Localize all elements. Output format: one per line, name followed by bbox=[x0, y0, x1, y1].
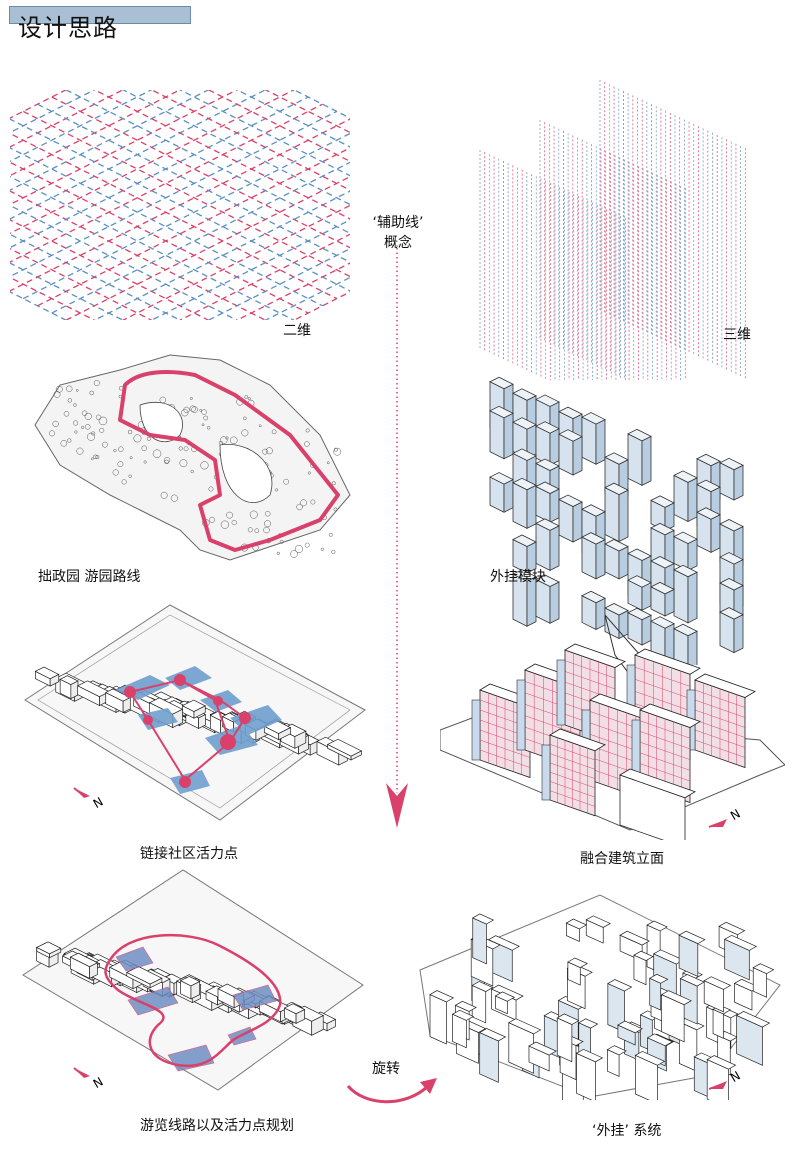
label-tour-plan: 游览线路以及活力点规划 bbox=[140, 1118, 294, 1134]
north-arrow-1: N bbox=[73, 787, 106, 811]
north-arrow-2: N bbox=[708, 806, 743, 828]
label-rotate: 旋转 bbox=[372, 1061, 400, 1077]
svg-text:N: N bbox=[91, 794, 106, 811]
grid-3d-diagram bbox=[479, 80, 746, 380]
tour-plan-map bbox=[22, 869, 364, 1091]
grid-2d-diagram bbox=[10, 90, 350, 320]
label-system: ‘外挂’ 系统 bbox=[592, 1123, 662, 1139]
facade-diagram bbox=[440, 615, 785, 840]
modules-diagram bbox=[489, 376, 744, 665]
label-facade: 融合建筑立面 bbox=[580, 851, 664, 867]
label-garden-route: 拙政园 游园路线 bbox=[38, 569, 141, 585]
system-diagram bbox=[419, 894, 781, 1100]
title-bar bbox=[9, 6, 191, 24]
rotate-arrow bbox=[346, 1078, 437, 1104]
community-points-map bbox=[24, 604, 366, 821]
concept-line1: ‘辅助线’ bbox=[372, 215, 424, 231]
label-three-d: 三维 bbox=[723, 327, 751, 343]
north-arrow-3: N bbox=[73, 1067, 106, 1091]
svg-text:N: N bbox=[91, 1074, 106, 1091]
concept-label: ‘辅助线’ 概念 bbox=[368, 212, 428, 252]
label-modules: 外挂模块 bbox=[490, 569, 546, 585]
north-arrow-4: N bbox=[708, 1068, 743, 1090]
page-title: 设计思路 bbox=[18, 14, 118, 42]
svg-text:N: N bbox=[728, 806, 743, 823]
concept-line2: 概念 bbox=[384, 235, 412, 251]
label-link-points: 链接社区活力点 bbox=[140, 846, 238, 862]
flow-arrow bbox=[386, 248, 408, 828]
label-two-d: 二维 bbox=[283, 323, 311, 339]
svg-text:N: N bbox=[728, 1068, 743, 1085]
garden-route-map bbox=[34, 354, 351, 561]
